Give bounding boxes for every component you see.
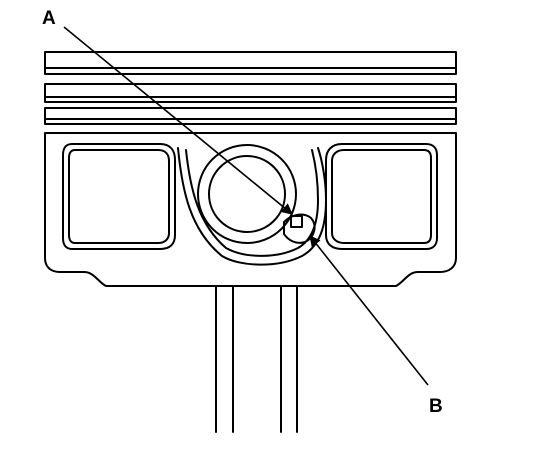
pin-boss [177, 147, 327, 266]
piston-pin-bore [208, 155, 286, 233]
piston-pin-outer [197, 144, 297, 244]
piston-crown-top [44, 51, 457, 75]
piston-ring-lands [44, 51, 457, 125]
callout-label-b: B [429, 396, 443, 417]
left-pocket [62, 143, 176, 250]
piston-skirt [44, 132, 457, 287]
connecting-rod [215, 285, 298, 433]
snap-ring-tab [290, 215, 303, 228]
ring-land-2 [44, 107, 457, 125]
snap-ring-clip [283, 213, 316, 244]
callout-label-a: A [42, 8, 56, 29]
right-pocket [325, 143, 438, 250]
ring-land-1 [44, 83, 457, 103]
leader-line-b [309, 235, 429, 386]
leader-line-a [63, 26, 293, 215]
